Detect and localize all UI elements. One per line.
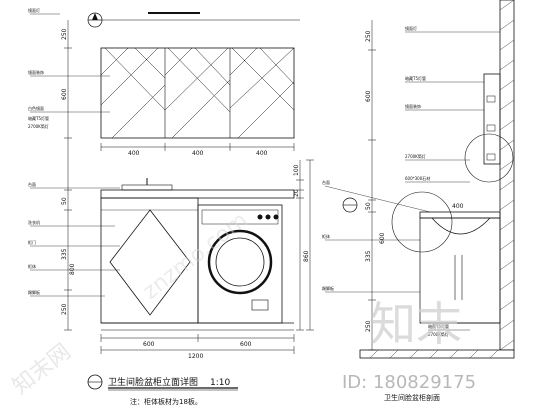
drawing-note: 注：柜体板材为18板。 (130, 397, 202, 406)
label-cabinet-body: 柜体 (28, 263, 36, 269)
cabinet-dim-2: 400 (192, 150, 204, 157)
left-dim-6: 250 (61, 303, 68, 315)
watermark-diagonal-2: znzmo.com (138, 208, 252, 305)
drawing-title: 卫生间脸盆柜立面详图 (108, 376, 198, 388)
left-dim-3: 50 (61, 197, 68, 205)
section-dim-3: 50 (365, 202, 372, 210)
left-elevation: 400 400 400 250 600 50 335 (28, 7, 314, 406)
section-label-2: 暗藏T5灯管 (405, 75, 426, 81)
right-dim-1: 100 (293, 164, 300, 176)
section-label-9: 暗藏T5灯管 (428, 323, 449, 329)
watermark-zhimo: 知末 (370, 297, 462, 351)
section-label-8: 踢脚板 (322, 285, 334, 291)
left-dim-5: 800 (69, 263, 76, 275)
bottom-dim-total: 1200 (188, 353, 203, 360)
label-downlight: 2700K筒灯 (28, 123, 49, 129)
section-dim-5: 335 (365, 250, 372, 262)
label-washer: 洗衣机 (28, 219, 40, 225)
section-labels: 镜面灯 暗藏T5灯管 镜面装饰 2700K筒灯 600*300石材 台面 柜体 … (322, 25, 500, 337)
watermarks: 知末网 znzmo.com 知末 ID: 180829175 (8, 208, 476, 400)
basin (121, 184, 173, 191)
left-dim-1: 250 (61, 28, 68, 40)
label-door: 柜门 (28, 239, 36, 245)
section-dim-2: 600 (365, 90, 372, 102)
detail-circle-upper (464, 133, 514, 183)
watermark-diagonal-1: 知末网 (8, 339, 75, 399)
label-t5: 暗藏T5灯管 (28, 115, 49, 121)
section-label-7: 柜体 (322, 233, 330, 239)
bottom-dim-2: 600 (240, 341, 252, 348)
right-dim-3: 860 (303, 250, 310, 262)
left-dim-2: 600 (61, 88, 68, 100)
section-callout-arrow (92, 13, 98, 20)
left-labels: 镜面灯 镜面装饰 白色镜面 暗藏T5灯管 2700K筒灯 台面 洗衣机 柜门 柜… (28, 7, 120, 297)
section-title: 卫生间脸盆柜剖面 (384, 393, 440, 402)
basin-section (431, 217, 491, 235)
floor-slab (359, 349, 515, 359)
label-mirror-light: 镜面灯 (28, 7, 40, 13)
countertop-section (419, 211, 501, 219)
detail-circle-lower (391, 191, 453, 253)
label-mirror-decor: 镜面装饰 (28, 69, 44, 75)
section-label-4: 2700K筒灯 (405, 153, 426, 159)
left-dim-4: 335 (61, 248, 68, 260)
section-label-6: 台面 (322, 179, 330, 185)
cabinet-door-diamond (109, 209, 191, 316)
label-countertop: 台面 (28, 181, 36, 187)
bottom-dim-1: 600 (143, 341, 155, 348)
section-label-3: 镜面装饰 (405, 103, 421, 109)
label-kickboard: 踢脚板 (28, 289, 40, 295)
section-label-5: 600*300石材 (405, 175, 430, 181)
section-label-1: 镜面灯 (405, 25, 417, 31)
watermark-id: ID: 180829175 (342, 372, 476, 393)
section-dim-width: 400 (452, 203, 464, 210)
cabinet-dim-1: 400 (128, 150, 140, 157)
countertop (100, 189, 295, 199)
cabinet-dim-3: 400 (256, 150, 268, 157)
mirror-cabinet-section (483, 73, 501, 165)
washer-door-ring (207, 229, 273, 295)
wall-section (499, 0, 515, 351)
section-label-10: 2700K筒灯 (428, 331, 449, 337)
right-dim-2: 20 (293, 189, 300, 197)
section-dim-4: 600 (379, 232, 386, 244)
label-white-mirror: 白色镜面 (28, 105, 44, 111)
drawing-scale: 1:10 (210, 378, 230, 388)
section-dim-1: 250 (365, 30, 372, 42)
mirror-cabinet (100, 47, 295, 139)
right-section: 250 600 50 600 335 250 400 镜面灯 暗藏T5灯管 镜面… (322, 0, 515, 402)
section-dim-6: 250 (365, 320, 372, 332)
